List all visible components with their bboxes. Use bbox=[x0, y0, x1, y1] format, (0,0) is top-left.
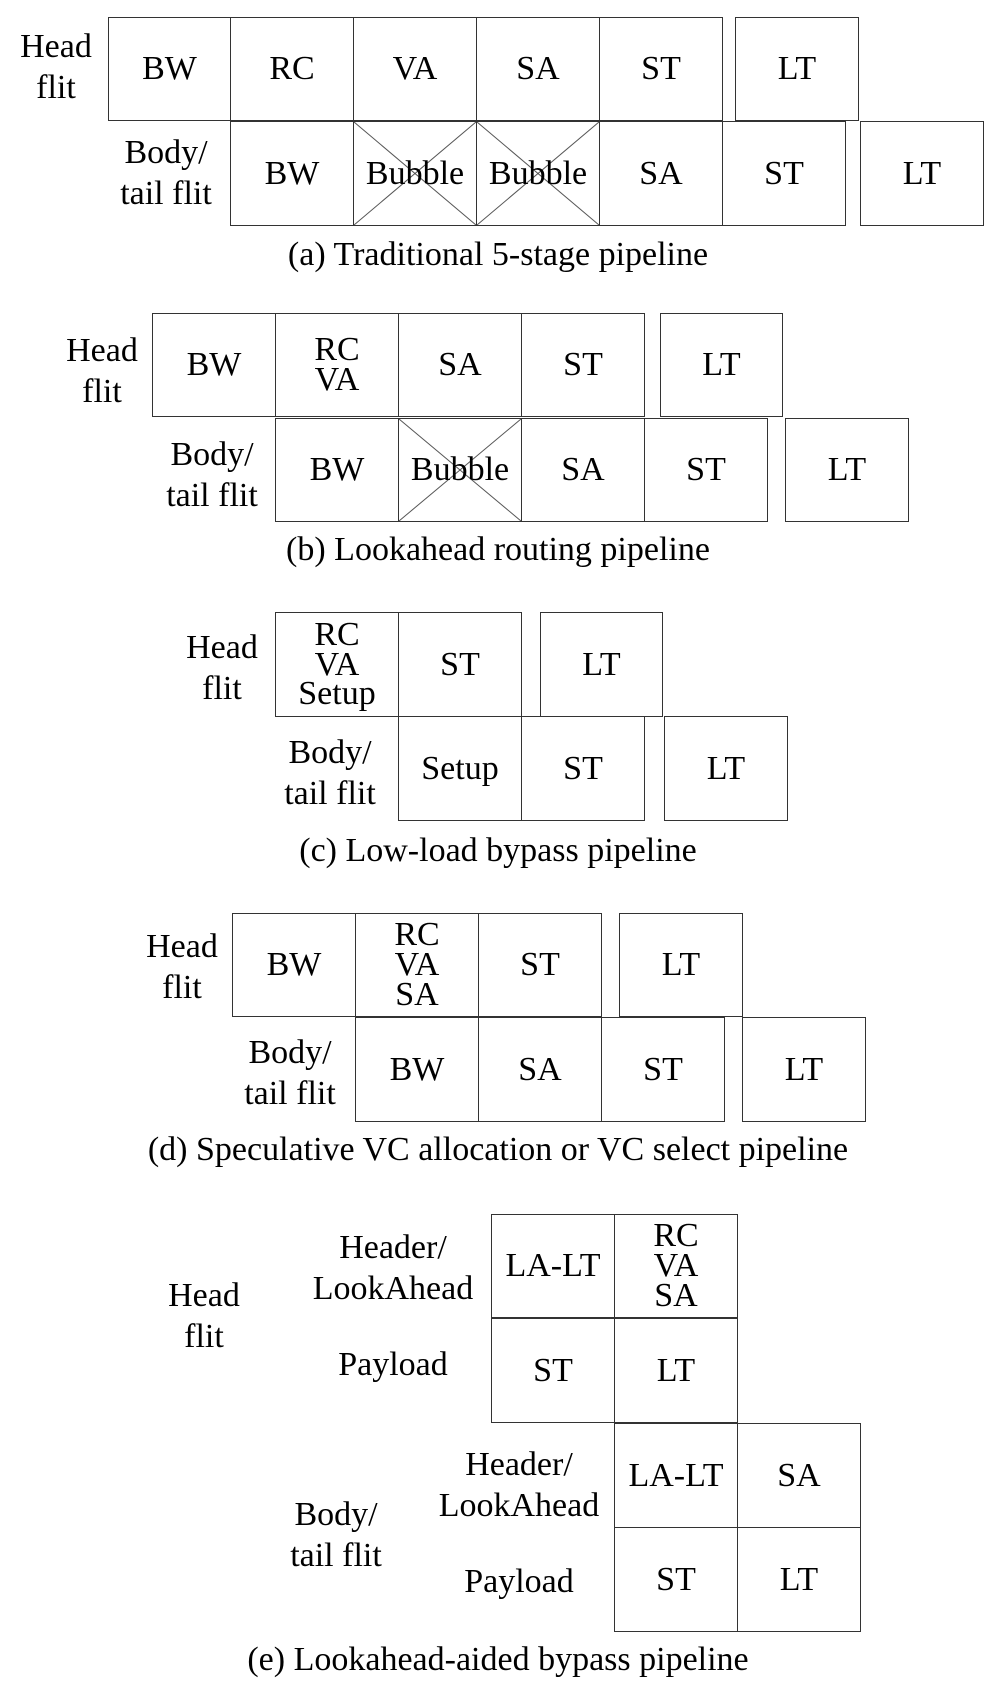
stage-bubble: Bubble bbox=[398, 418, 522, 522]
cross-icon bbox=[354, 122, 476, 225]
stage-lt: LT bbox=[619, 913, 743, 1017]
stage-bw: BW bbox=[232, 913, 356, 1017]
header-lookahead-label: Header/LookAhead bbox=[438, 1446, 600, 1525]
payload-label: Payload bbox=[338, 1346, 448, 1383]
stage-st: ST bbox=[521, 716, 645, 821]
stage-st: ST bbox=[521, 313, 645, 417]
cross-icon bbox=[399, 419, 521, 521]
stage-la-lt: LA-LT bbox=[491, 1214, 615, 1318]
caption-a: (a) Traditional 5-stage pipeline bbox=[287, 236, 709, 273]
stage-st: ST bbox=[478, 913, 602, 1017]
cross-icon bbox=[477, 122, 599, 225]
stage-bubble: Bubble bbox=[476, 121, 600, 226]
caption-d: (d) Speculative VC allocation or VC sele… bbox=[147, 1131, 849, 1168]
header-lookahead-label: Header/LookAhead bbox=[312, 1229, 474, 1308]
stage-lt: LT bbox=[860, 121, 984, 226]
body-tail-flit-label-a: Body/tail flit bbox=[120, 134, 212, 213]
stage-st: ST bbox=[599, 17, 723, 121]
body-tail-flit-label-c: Body/tail flit bbox=[284, 734, 376, 813]
stage-st: ST bbox=[722, 121, 846, 226]
stage-st: ST bbox=[398, 612, 522, 717]
stage-lt: LT bbox=[737, 1527, 861, 1632]
stage-bw: BW bbox=[230, 121, 354, 226]
caption-c: (c) Low-load bypass pipeline bbox=[299, 832, 697, 869]
stage-bubble: Bubble bbox=[353, 121, 477, 226]
caption-b: (b) Lookahead routing pipeline bbox=[286, 531, 710, 568]
stage-va: VA bbox=[353, 17, 477, 121]
stage-setup: Setup bbox=[398, 716, 522, 821]
stage-bw: BW bbox=[355, 1017, 479, 1122]
body-tail-flit-label-b: Body/tail flit bbox=[166, 436, 258, 515]
stage-bw: BW bbox=[108, 17, 231, 121]
stage-lt: LT bbox=[614, 1318, 738, 1423]
stage-sa: SA bbox=[737, 1423, 861, 1528]
stage-sa: SA bbox=[521, 418, 645, 522]
stage-st: ST bbox=[644, 418, 768, 522]
stage-lt: LT bbox=[664, 716, 788, 821]
stage-lt: LT bbox=[785, 418, 909, 522]
stage-rc: RC bbox=[230, 17, 354, 121]
stage-la-lt: LA-LT bbox=[614, 1423, 738, 1528]
stage-lt: LT bbox=[735, 17, 859, 121]
stage-sa: SA bbox=[476, 17, 600, 121]
stage-bw: BW bbox=[152, 313, 276, 417]
stage-st: ST bbox=[601, 1017, 725, 1122]
payload-label: Payload bbox=[464, 1563, 574, 1600]
stage-lt: LT bbox=[742, 1017, 866, 1122]
stage-sa: SA bbox=[398, 313, 522, 417]
stage-st: ST bbox=[614, 1527, 738, 1632]
caption-e: (e) Lookahead-aided bypass pipeline bbox=[247, 1641, 749, 1678]
body-tail-flit-label-d: Body/tail flit bbox=[244, 1034, 336, 1113]
stage-st: ST bbox=[491, 1318, 615, 1423]
stage-bw: BW bbox=[275, 418, 399, 522]
body-tail-flit-label-e: Body/tail flit bbox=[290, 1496, 382, 1575]
stage-lt: LT bbox=[540, 612, 663, 717]
stage-sa: SA bbox=[478, 1017, 602, 1122]
stage-lt: LT bbox=[660, 313, 783, 417]
stage-sa: SA bbox=[599, 121, 723, 226]
